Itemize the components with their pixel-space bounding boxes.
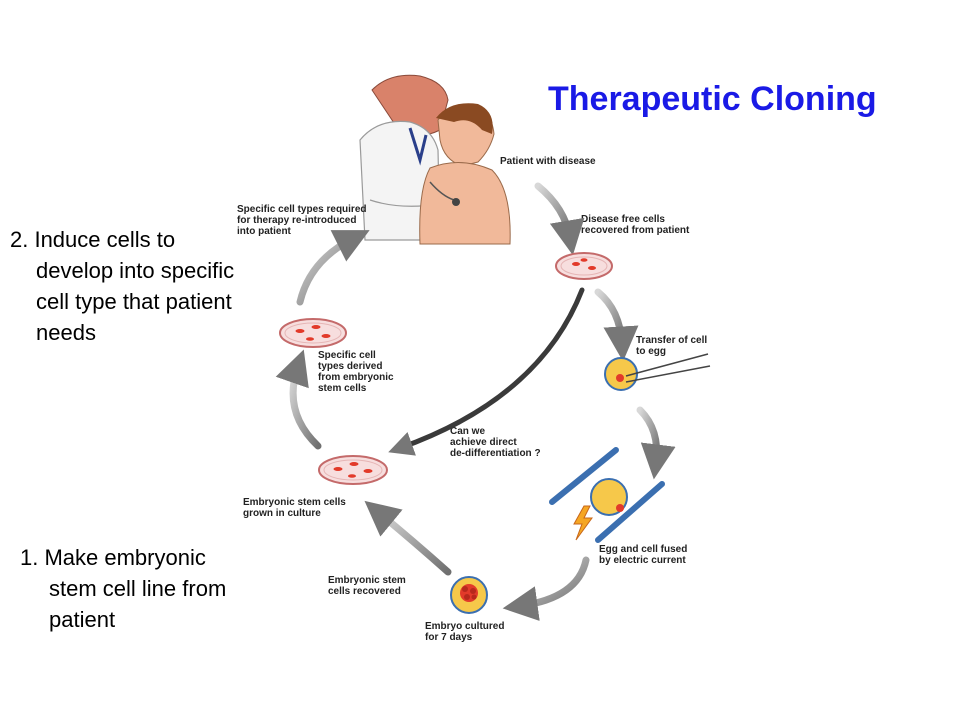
label-patient-with-disease: Patient with disease xyxy=(500,156,596,167)
pipette-icon xyxy=(625,353,711,383)
diagram-label-line: Embryonic stem cells xyxy=(243,497,346,508)
diagram-label-line: by electric current xyxy=(599,555,686,566)
embryo-icon xyxy=(450,576,488,614)
diagram-label-line: from embryonic xyxy=(318,372,394,383)
diagram-label-line: recovered from patient xyxy=(581,225,690,236)
diagram-label-line: Egg and cell fused xyxy=(599,544,687,555)
diagram-label-line: Can we xyxy=(450,426,485,437)
diagram-label-line: Specific cell types required xyxy=(237,204,367,215)
petri-dish-icon xyxy=(279,318,347,348)
arrow-cells-to-transfer xyxy=(594,288,639,362)
patient-illustration xyxy=(419,103,511,245)
diagram-label-line: Patient with disease xyxy=(500,156,596,167)
step-2-line-1: 2. Induce cells to xyxy=(10,227,176,252)
diagram-label-line: Embryonic stem xyxy=(328,575,406,586)
step-2-line-4: needs xyxy=(36,320,96,345)
doctor-illustration xyxy=(359,74,449,241)
diagram-label-line: types derived xyxy=(318,361,382,372)
step-1-line-1: 1. Make embryonic xyxy=(20,545,206,570)
diagram-label-line: stem cells xyxy=(318,383,367,394)
diagram-label-line: Disease free cells xyxy=(581,214,665,225)
diagram-label-line: Transfer of cell xyxy=(636,335,707,346)
step-1-line-2: stem cell line from xyxy=(49,576,227,601)
step-2-note: 2. Induce cells to develop into specific… xyxy=(10,224,234,348)
diagram-label-line: de-differentiation ? xyxy=(450,448,541,459)
egg-cell-icon xyxy=(590,478,628,516)
petri-dish-icon xyxy=(555,252,613,280)
diagram-label-line: for therapy re-introduced xyxy=(237,215,356,226)
arrow-fuse-to-embryo xyxy=(502,556,590,621)
arrow-specific-to-patient xyxy=(296,230,370,306)
electrode-plate-icon xyxy=(549,447,665,543)
arrow-embryo-to-recovered xyxy=(364,500,452,576)
diagram-label-line: Embryo cultured xyxy=(425,621,504,632)
arrow-patient-to-cells xyxy=(534,182,585,256)
diagram-label-line: grown in culture xyxy=(243,508,321,519)
diagram-label-line: Specific cell xyxy=(318,350,376,361)
diagram-label-line: to egg xyxy=(636,346,666,357)
lightning-bolt-icon xyxy=(573,505,593,541)
diagram-label-line: into patient xyxy=(237,226,292,237)
step-1-note: 1. Make embryonic stem cell line from pa… xyxy=(20,542,226,635)
diagram-label-line: achieve direct xyxy=(450,437,517,448)
step-2-line-3: cell type that patient xyxy=(36,289,232,314)
diagram-label-line: cells recovered xyxy=(328,586,401,597)
diagram-label-line: for 7 days xyxy=(425,632,473,643)
arrow-grown-to-specific xyxy=(275,349,322,450)
arrow-direct-dedifferentiation xyxy=(388,287,585,456)
step-2-line-2: develop into specific xyxy=(36,258,235,283)
slide-title: Therapeutic Cloning xyxy=(548,80,877,118)
petri-dish-icon xyxy=(318,455,388,485)
arrow-transfer-to-fuse xyxy=(636,406,676,480)
step-1-line-3: patient xyxy=(49,607,116,632)
